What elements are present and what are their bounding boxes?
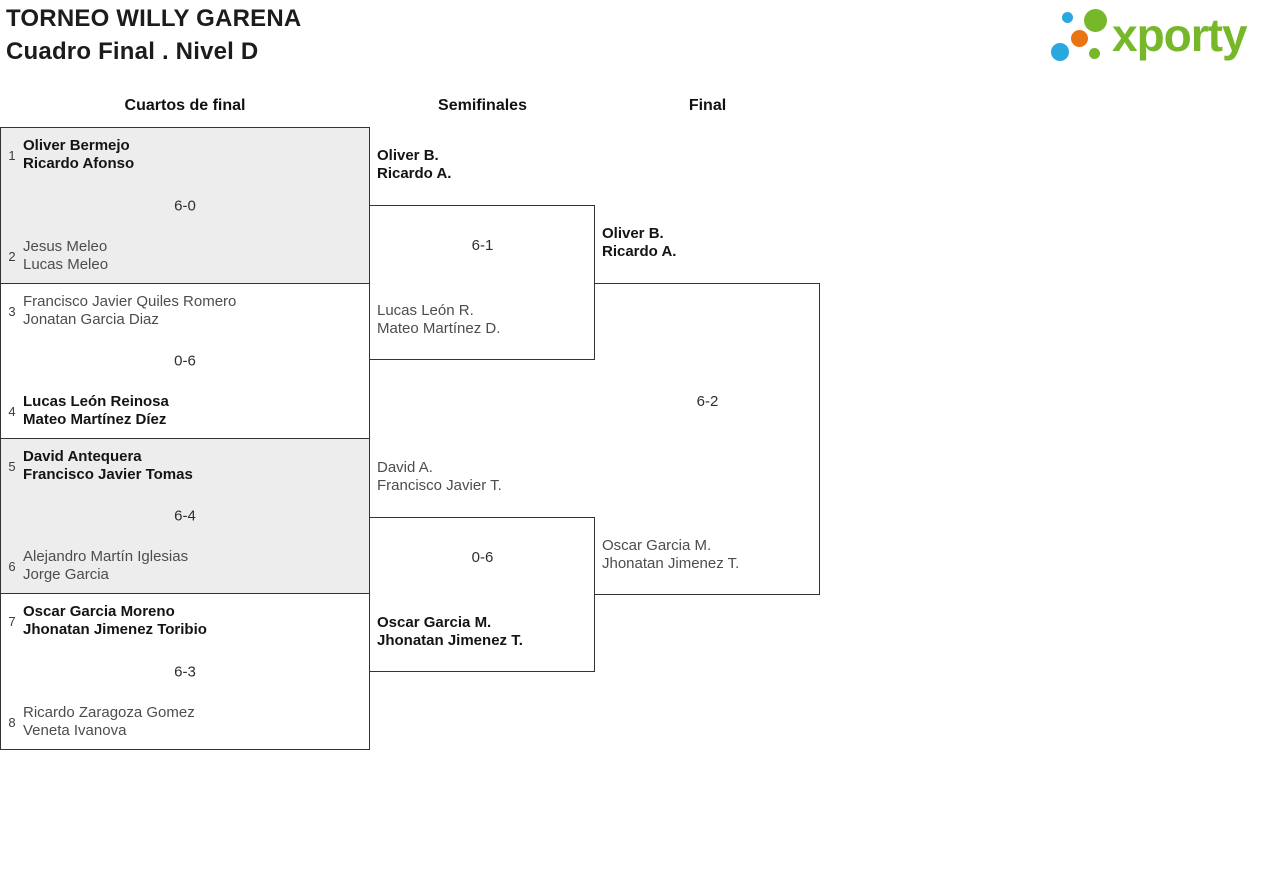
team-names: Francisco Javier Quiles Romero Jonatan G…	[23, 293, 236, 329]
page-subtitle: Cuadro Final . Nivel D	[6, 38, 259, 65]
player-name: Oliver B.	[602, 225, 664, 242]
player-name: David A.	[377, 459, 433, 476]
team-names: David A. Francisco Javier T.	[377, 459, 502, 495]
team-names: Oscar Garcia M. Jhonatan Jimenez T.	[377, 614, 523, 650]
round-header-cuartos: Cuartos de final	[124, 97, 246, 114]
team-names: Alejandro Martín Iglesias Jorge Garcia	[23, 548, 188, 584]
seed-number: 3	[8, 303, 16, 319]
match-score: 6-0	[174, 197, 196, 214]
player-name: Ricardo Afonso	[23, 155, 135, 172]
team-names: Oscar Garcia Moreno Jhonatan Jimenez Tor…	[23, 603, 207, 639]
quarterfinal-match-1: 1 Oliver Bermejo Ricardo Afonso 6-0 2 Je…	[0, 127, 370, 284]
player-name: Lucas León R.	[377, 302, 474, 319]
match-score: 0-6	[174, 352, 196, 370]
logo-dot-icon	[1084, 9, 1107, 32]
player-name: Jorge Garcia	[23, 566, 109, 583]
team-names: Lucas León Reinosa Mateo Martínez Díez	[23, 393, 169, 429]
player-name: Oscar Garcia M.	[602, 537, 712, 554]
team-names: Oliver B. Ricardo A.	[377, 147, 451, 183]
round-header-final: Final	[688, 97, 727, 114]
logo-dot-icon	[1089, 48, 1100, 59]
seed-number: 4	[8, 403, 16, 419]
player-name: Ricardo Zaragoza Gomez	[23, 704, 195, 721]
round-header-semifinales: Semifinales	[438, 97, 527, 114]
player-name: Alejandro Martín Iglesias	[23, 548, 189, 565]
player-name: Ricardo A.	[602, 243, 677, 260]
player-name: Mateo Martínez D.	[377, 320, 501, 337]
match-score: 6-2	[696, 393, 719, 410]
team-names: Ricardo Zaragoza Gomez Veneta Ivanova	[23, 704, 195, 740]
quarterfinal-match-3: 5 David Antequera Francisco Javier Tomas…	[0, 438, 370, 594]
player-name: Francisco Javier Tomas	[23, 466, 193, 483]
seed-number: 2	[8, 248, 16, 264]
player-name: Veneta Ivanova	[23, 722, 127, 739]
player-name: Jhonatan Jimenez T.	[377, 632, 523, 649]
player-name: Oscar Garcia Moreno	[23, 603, 175, 620]
player-name: Francisco Javier T.	[377, 477, 502, 494]
logo-dot-icon	[1071, 30, 1088, 47]
page-title: TORNEO WILLY GARENA	[6, 5, 302, 32]
player-name: Jonatan Garcia Diaz	[23, 311, 159, 328]
player-name: Francisco Javier Quiles Romero	[23, 293, 237, 310]
player-name: David Antequera	[23, 448, 142, 465]
player-name: Lucas León Reinosa	[23, 393, 169, 410]
match-score: 6-1	[471, 237, 494, 254]
seed-number: 7	[8, 613, 16, 629]
team-names: Oliver Bermejo Ricardo Afonso	[23, 137, 134, 173]
final-match	[595, 283, 820, 595]
player-name: Lucas Meleo	[23, 256, 109, 273]
player-name: Jhonatan Jimenez T.	[602, 555, 740, 572]
page-header: TORNEO WILLY GARENA Cuadro Final . Nivel…	[6, 2, 301, 68]
match-score: 0-6	[471, 549, 494, 566]
seed-number: 5	[8, 458, 16, 474]
logo-dot-icon	[1062, 12, 1073, 23]
player-name: Oliver Bermejo	[23, 137, 130, 154]
xporty-logo[interactable]: xporty	[1050, 0, 1280, 70]
player-name: Ricardo A.	[377, 165, 452, 182]
team-names: Oliver B. Ricardo A.	[602, 225, 676, 261]
quarterfinal-match-2: 3 Francisco Javier Quiles Romero Jonatan…	[0, 283, 370, 439]
team-names: David Antequera Francisco Javier Tomas	[23, 448, 193, 484]
match-score: 6-3	[174, 663, 196, 680]
player-name: Mateo Martínez Díez	[23, 411, 167, 428]
seed-number: 1	[8, 147, 16, 163]
team-names: Jesus Meleo Lucas Meleo	[23, 238, 108, 274]
player-name: Jhonatan Jimenez Toribio	[23, 621, 207, 638]
match-score: 6-4	[174, 507, 196, 525]
player-name: Oscar Garcia M.	[377, 614, 492, 631]
player-name: Jesus Meleo	[23, 238, 108, 255]
semifinal-match-2	[370, 517, 595, 672]
quarterfinal-match-4: 7 Oscar Garcia Moreno Jhonatan Jimenez T…	[0, 593, 370, 750]
logo-dot-icon	[1051, 43, 1069, 61]
semifinal-match-1	[370, 205, 595, 360]
team-names: Oscar Garcia M. Jhonatan Jimenez T.	[602, 537, 739, 573]
seed-number: 8	[8, 714, 16, 730]
logo-wordmark: xporty	[1112, 9, 1248, 61]
player-name: Oliver B.	[377, 147, 439, 164]
team-names: Lucas León R. Mateo Martínez D.	[377, 302, 500, 338]
seed-number: 6	[8, 558, 16, 574]
